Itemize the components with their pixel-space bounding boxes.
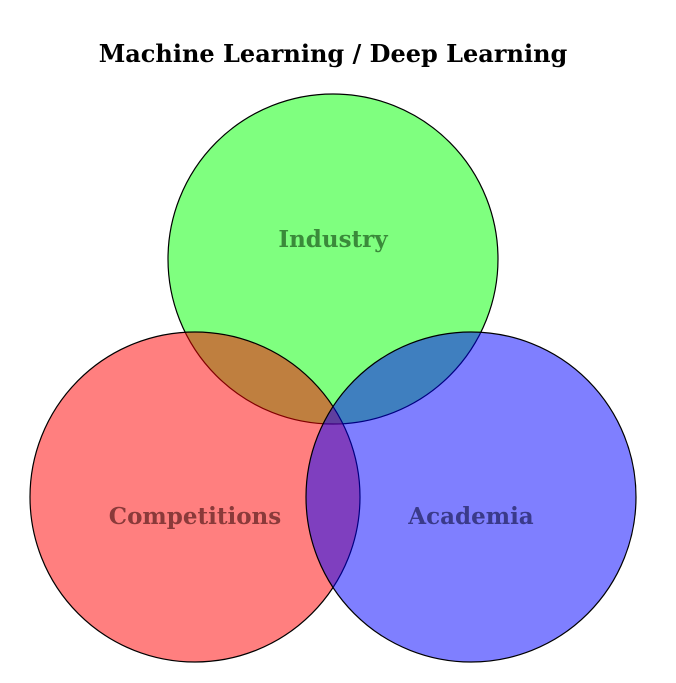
circle-academia — [305, 331, 637, 663]
label-academia: Academia — [407, 503, 534, 530]
circles-group — [29, 93, 637, 663]
label-competitions: Competitions — [109, 503, 281, 530]
diagram-title: Machine Learning / Deep Learning — [99, 39, 568, 68]
labels-group: Industry Competitions Academia — [109, 226, 534, 530]
label-industry: Industry — [278, 226, 388, 253]
